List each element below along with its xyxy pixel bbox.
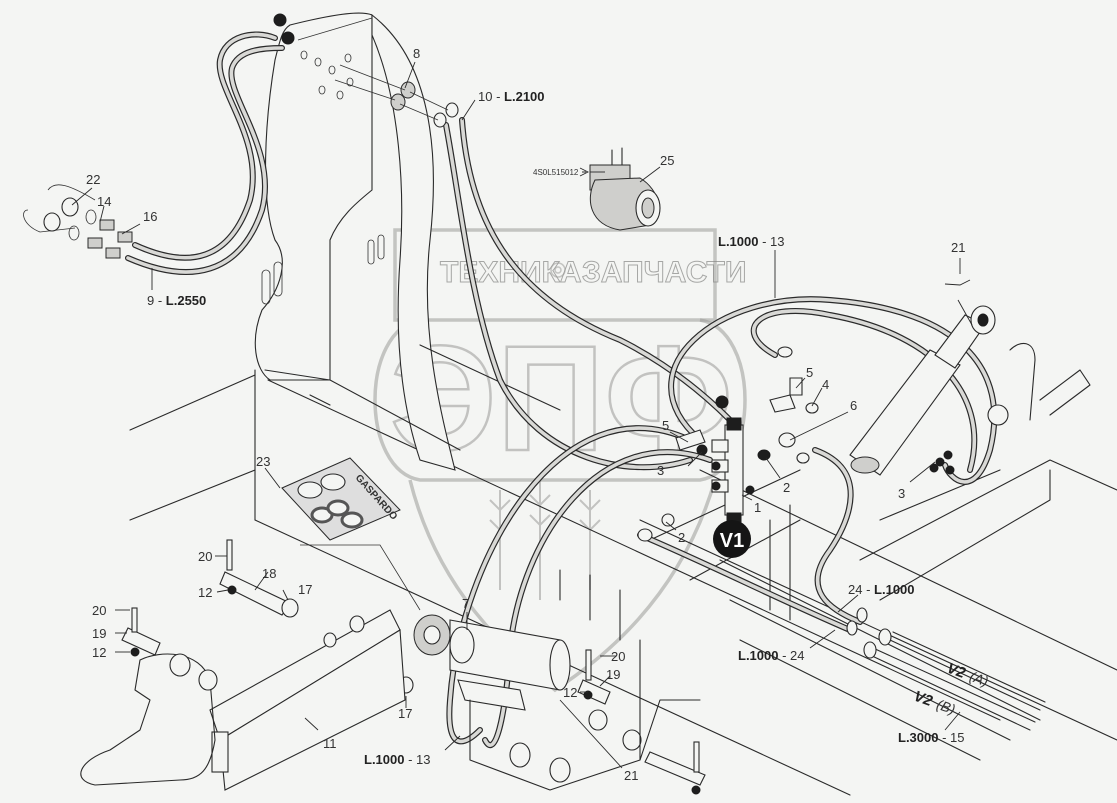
v1-badge: V1 — [713, 520, 751, 558]
callout-14: 14 — [97, 194, 111, 209]
callout-3-right: 3 — [898, 486, 905, 501]
quick-couplers — [23, 184, 133, 259]
callout-4: 4 — [822, 377, 829, 392]
callout-23: 23 — [256, 454, 270, 469]
fittings — [637, 346, 955, 659]
v1-badge-label: V1 — [720, 530, 744, 552]
solenoid-coil — [589, 147, 661, 231]
svg-text:V2: V2 — [945, 660, 969, 682]
callout-6: 6 — [850, 398, 857, 413]
callout-13-upper: L.1000 - 13 — [718, 234, 785, 249]
gear-icon — [550, 262, 566, 278]
callout-9: 9 - L.2550 — [147, 293, 206, 308]
watermark-right-word: ЗАПЧАСТИ — [582, 256, 746, 289]
leader-lines — [71, 61, 973, 769]
callout-18: 18 — [262, 566, 276, 581]
callout-25-code: 4S0L515012 — [533, 168, 579, 177]
callout-12-mid: 12 — [563, 685, 577, 700]
svg-text:V2: V2 — [912, 688, 936, 710]
callout-16: 16 — [143, 209, 157, 224]
callout-10: 10 - L.2100 — [478, 89, 545, 104]
watermark-shield-bottom — [408, 479, 717, 693]
callout-24-upper: 24 - L.1000 — [848, 582, 915, 597]
svg-text:(A): (A) — [968, 668, 991, 689]
callout-21-bottom: 21 — [624, 768, 638, 783]
callout-2-right: 2 — [783, 480, 790, 495]
line-label-v2b: V2 (B) — [912, 688, 958, 718]
callout-5-right: 5 — [806, 365, 813, 380]
callout-17-upper: 17 — [298, 582, 312, 597]
tilt-cylinder — [413, 569, 701, 791]
callout-21-top: 21 — [951, 240, 965, 255]
hose-9b — [125, 45, 285, 275]
callout-20-mid: 20 — [611, 649, 625, 664]
callout-5-left: 5 — [662, 418, 669, 433]
callout-24-lower: L.1000 - 24 — [738, 648, 805, 663]
callout-25: 25 — [660, 153, 674, 168]
callout-2-lower: 2 — [678, 530, 685, 545]
watermark-shield-top — [373, 318, 747, 482]
callout-15: L.3000 - 15 — [898, 730, 965, 745]
callout-13-lower: L.1000 - 13 — [364, 752, 431, 767]
callout-1: 1 — [754, 500, 761, 515]
line-label-v2a: V2 (A) — [945, 660, 991, 690]
callout-19-mid: 19 — [606, 667, 620, 682]
plate-fittings — [273, 13, 459, 128]
watermark-banner — [393, 228, 717, 322]
lower-arm — [80, 609, 406, 791]
callout-12-upper: 12 — [198, 585, 212, 600]
callout-20-upper: 20 — [198, 549, 212, 564]
callout-17-lower: 17 — [398, 706, 412, 721]
lift-cylinder — [849, 305, 1091, 476]
callout-7: 7 — [462, 596, 469, 611]
callout-19-left: 19 — [92, 626, 106, 641]
callouts: 8 10 - L.2100 25 4S0L515012 22 14 16 9 -… — [86, 46, 991, 783]
callout-11: 11 — [323, 736, 337, 751]
callout-12-left: 12 — [92, 645, 106, 660]
valve-block — [711, 417, 755, 524]
mounting-plate — [254, 12, 561, 471]
hoses — [125, 31, 1046, 749]
callout-22: 22 — [86, 172, 100, 187]
pins-and-bushings — [121, 539, 706, 795]
callout-20-left: 20 — [92, 603, 106, 618]
callout-3-left: 3 — [657, 463, 664, 478]
svg-text:(B): (B) — [935, 696, 958, 717]
callout-8: 8 — [413, 46, 420, 61]
plate-holes — [300, 50, 354, 100]
